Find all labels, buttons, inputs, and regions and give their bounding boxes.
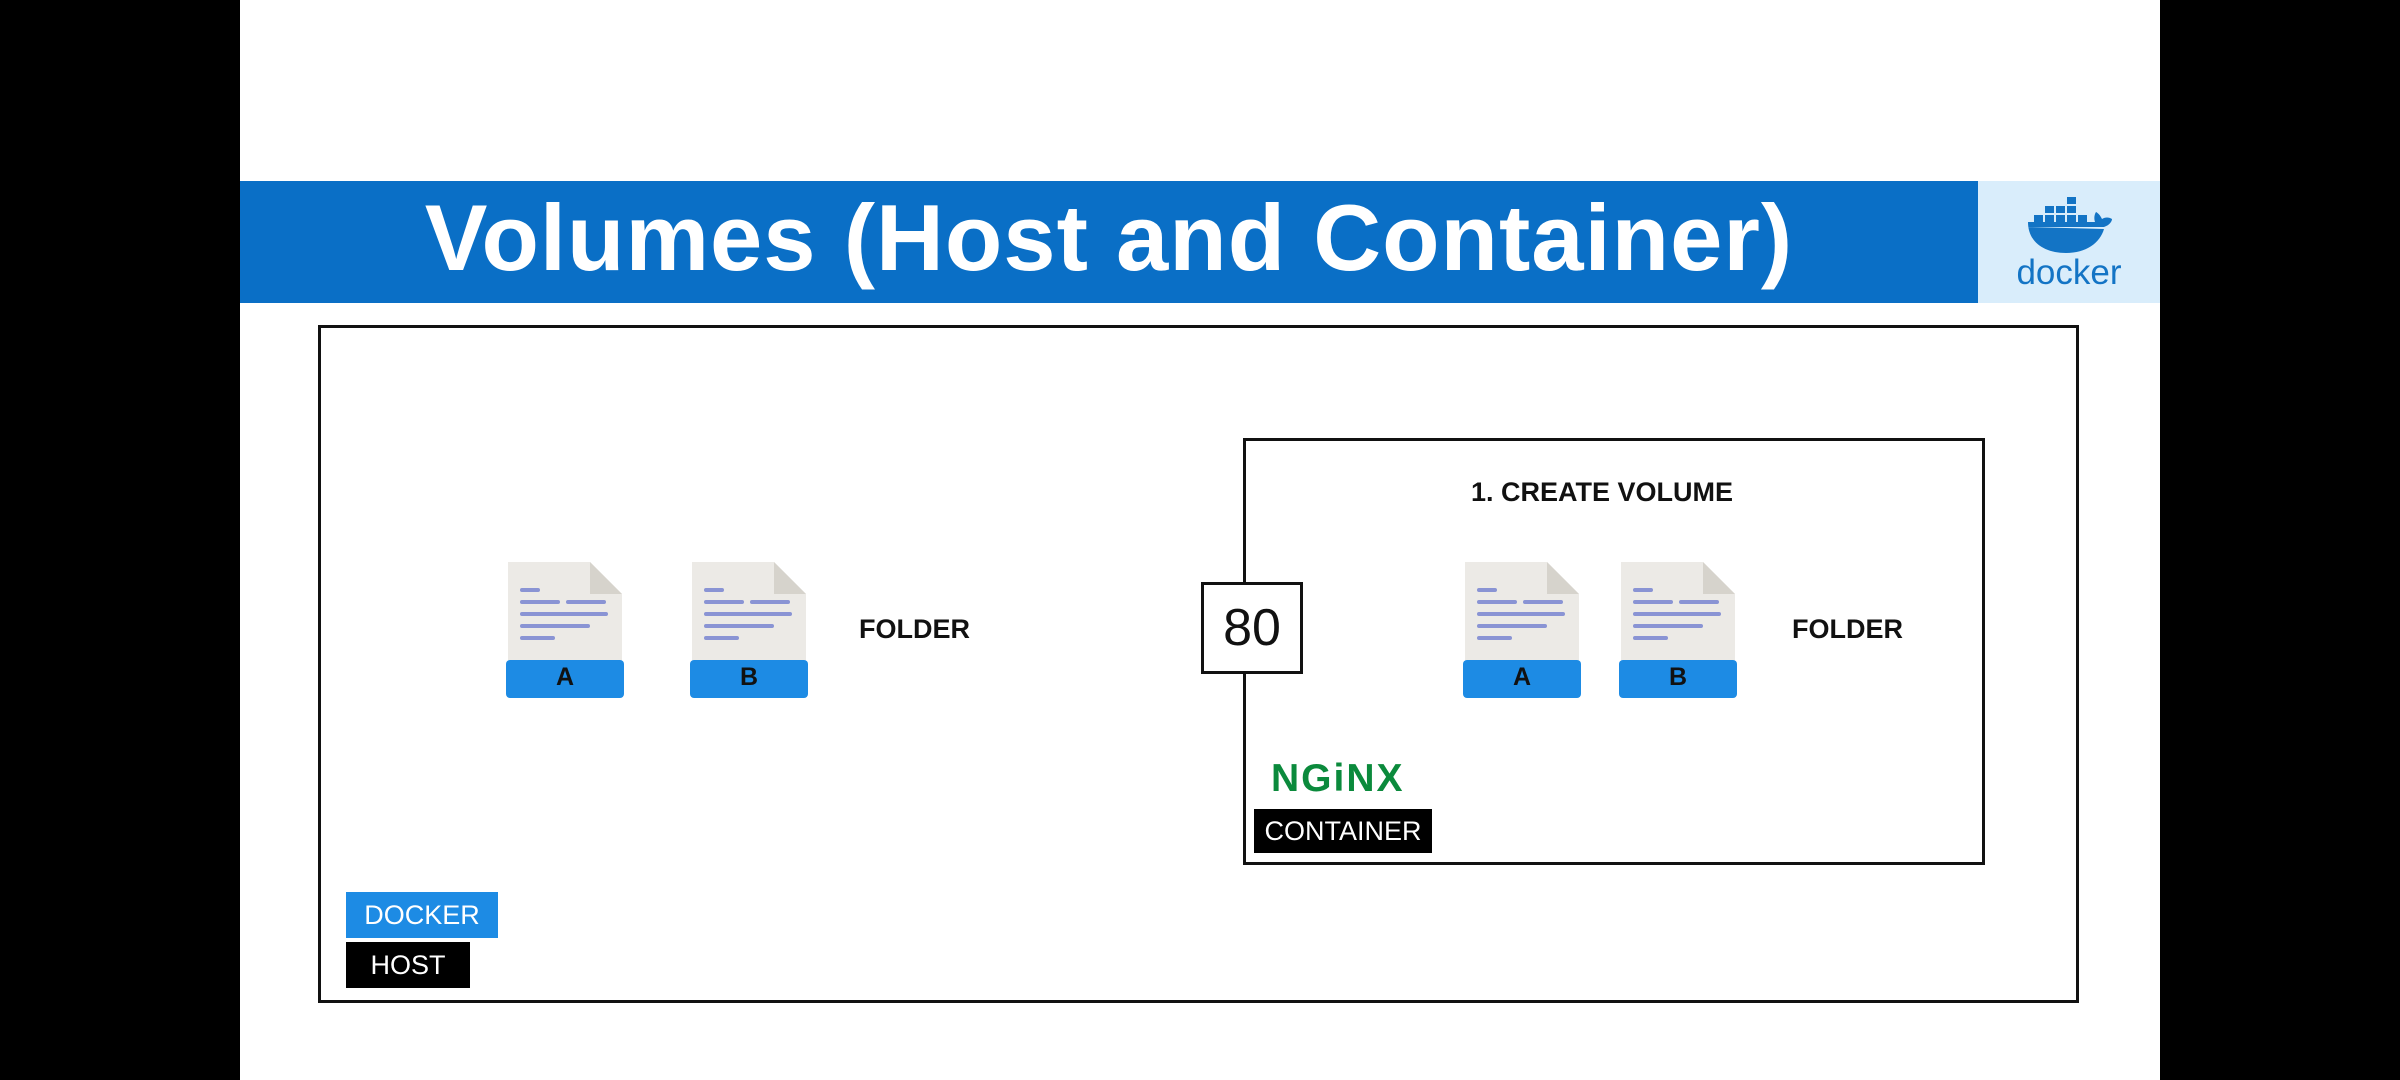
host-file-b: B — [690, 560, 808, 698]
port-box: 80 — [1201, 582, 1303, 674]
slide: Volumes (Host and Container) docker A — [240, 0, 2160, 1080]
title-bar: Volumes (Host and Container) — [240, 181, 1978, 303]
container-file-b: B — [1619, 560, 1737, 698]
document-icon — [690, 562, 808, 698]
docker-host-frame — [318, 325, 2079, 1003]
file-letter: B — [1668, 663, 1688, 691]
document-icon — [1463, 562, 1581, 698]
host-folder-label: FOLDER — [859, 614, 970, 644]
host-tag: HOST — [346, 942, 470, 988]
docker-whale-icon — [2028, 197, 2112, 253]
docker-logo-text: docker — [2016, 253, 2122, 292]
docker-tag: DOCKER — [346, 892, 498, 938]
file-letter: A — [555, 663, 575, 691]
file-letter: B — [739, 663, 759, 691]
host-file-a: A — [506, 560, 624, 698]
document-icon — [1619, 562, 1737, 698]
nginx-logo: NGiNX — [1271, 757, 1405, 800]
container-file-a: A — [1463, 560, 1581, 698]
create-volume-label: 1. CREATE VOLUME — [1471, 477, 1734, 507]
container-tag: CONTAINER — [1254, 809, 1432, 853]
document-icon — [506, 562, 624, 698]
container-folder-label: FOLDER — [1792, 614, 1903, 644]
docker-logo: docker — [1978, 181, 2160, 303]
file-letter: A — [1512, 663, 1532, 691]
slide-title: Volumes (Host and Container) — [424, 185, 1794, 290]
